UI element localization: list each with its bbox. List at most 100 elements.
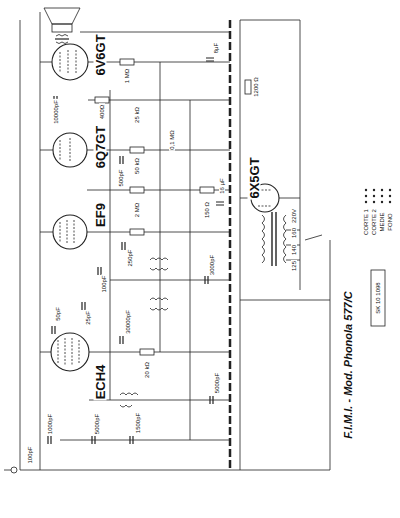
- tube-electrodes: [58, 340, 59, 364]
- antenna-terminal: [4, 467, 17, 473]
- wiring: [87, 150, 230, 151]
- value-label: 8μF: [213, 42, 219, 54]
- loudspeaker: [44, 8, 80, 24]
- tap-label: 140: [291, 244, 297, 256]
- tube-label: 6X5GT: [248, 156, 261, 199]
- mains-transformer: [262, 215, 265, 263]
- wave-switch-table: [381, 201, 383, 203]
- wiring: [240, 20, 300, 21]
- value-label: 100pF: [27, 445, 33, 464]
- value-label: 1 MΩ: [124, 68, 130, 85]
- resistor-symbols: [130, 187, 144, 193]
- value-label: 50 kΩ: [134, 157, 140, 175]
- tap-label: 220V: [291, 208, 297, 224]
- if-transformer-coils: [120, 258, 168, 407]
- table-label: CORTE 1: [363, 208, 369, 236]
- wiring: [40, 62, 52, 63]
- value-label: 30000pF: [125, 309, 131, 335]
- wave-switch-table: [365, 189, 391, 203]
- value-label: 1200 Ω: [253, 76, 259, 98]
- wave-switch-table: [373, 189, 375, 191]
- value-label: 1500pF: [135, 412, 141, 434]
- wave-switch-table: [373, 195, 375, 197]
- wave-switch-table: [381, 195, 383, 197]
- wave-switch-table: [389, 189, 391, 191]
- loudspeaker: [55, 38, 69, 39]
- wiring: [40, 12, 41, 470]
- value-label: 25 kΩ: [134, 106, 140, 124]
- resistor-symbols: [130, 229, 144, 235]
- tube-electrodes: [60, 222, 61, 242]
- wave-switch-table: [381, 189, 383, 191]
- wiring: [160, 62, 161, 352]
- antenna-terminal: [11, 467, 17, 473]
- stamp-label: SK 10 1098: [375, 281, 381, 314]
- tube-electrodes: [67, 220, 68, 244]
- resistor-symbols: [140, 349, 154, 355]
- tube-envelopes: [53, 215, 87, 249]
- antenna-terminal: [4, 470, 11, 471]
- capacitor-symbols: [48, 58, 224, 444]
- resistor-symbols: [130, 147, 144, 153]
- tube-envelopes: [52, 44, 88, 80]
- wiring: [305, 235, 322, 240]
- resistor-symbols: [95, 97, 109, 103]
- wiring: [110, 280, 230, 281]
- tube-electrodes: [60, 52, 61, 72]
- tube-electrodes: [70, 138, 71, 162]
- loudspeaker: [56, 35, 68, 44]
- capacitor-symbols: [48, 96, 213, 444]
- wave-switch-table: [389, 201, 391, 203]
- tap-label: 125: [291, 260, 297, 272]
- stamp-box: [371, 270, 385, 326]
- value-label: 25pF: [85, 310, 91, 326]
- wiring: [80, 32, 230, 33]
- tube-electrodes: [72, 338, 73, 366]
- wiring: [240, 470, 330, 471]
- wiring: [279, 198, 300, 199]
- wiring: [20, 20, 21, 470]
- value-label: 0,1 MΩ: [169, 129, 175, 151]
- value-label: 2 MΩ: [134, 202, 140, 219]
- if-transformer-coils: [120, 393, 138, 407]
- supply-line: [240, 20, 241, 470]
- value-label: 50pF: [55, 306, 61, 322]
- tube-label: 6V6GT: [94, 33, 107, 76]
- wiring: [300, 20, 301, 290]
- value-label: 5000pF: [214, 372, 220, 394]
- wave-switch-table: [389, 195, 391, 197]
- wiring: [110, 90, 111, 400]
- resistor-symbols: [245, 80, 251, 94]
- resistor-symbols: [200, 187, 214, 193]
- wave-switch-table: [365, 201, 367, 203]
- mains-transformer: [271, 212, 272, 266]
- value-label: 250pF: [127, 248, 133, 267]
- wiring: [20, 470, 240, 471]
- wiring: [40, 232, 53, 233]
- tube-label: 6Q7GT: [94, 125, 107, 170]
- value-label: 400Ω: [99, 104, 105, 121]
- loudspeaker: [52, 24, 72, 32]
- wave-switch-table: [365, 195, 367, 197]
- table-label: FONO: [387, 212, 393, 231]
- table-label: CORTE 2: [371, 208, 377, 236]
- value-label: 1000pF: [47, 413, 53, 435]
- value-label: 500pF: [118, 168, 124, 187]
- capacitor-symbols: [206, 58, 224, 205]
- tube-electrodes: [76, 50, 77, 74]
- mains-transformer: [284, 215, 287, 263]
- supply-bus: [229, 20, 232, 470]
- loudspeaker: [44, 8, 80, 44]
- wave-switch-table: [365, 189, 367, 191]
- if-transformer-coils: [150, 258, 168, 270]
- wiring: [40, 352, 51, 353]
- tube-electrodes: [68, 50, 69, 74]
- tube-envelopes: [53, 133, 87, 167]
- value-label: 150 Ω: [204, 201, 210, 219]
- value-label: 16 μF: [219, 177, 225, 194]
- table-label: MEDIE: [379, 211, 385, 232]
- if-transformer-coils: [150, 298, 168, 310]
- tube-electrodes: [60, 140, 61, 160]
- tube-label: EF9: [94, 202, 107, 228]
- diagram-title: F.I.M.I. - Mod. Phonola 577/C: [343, 290, 354, 439]
